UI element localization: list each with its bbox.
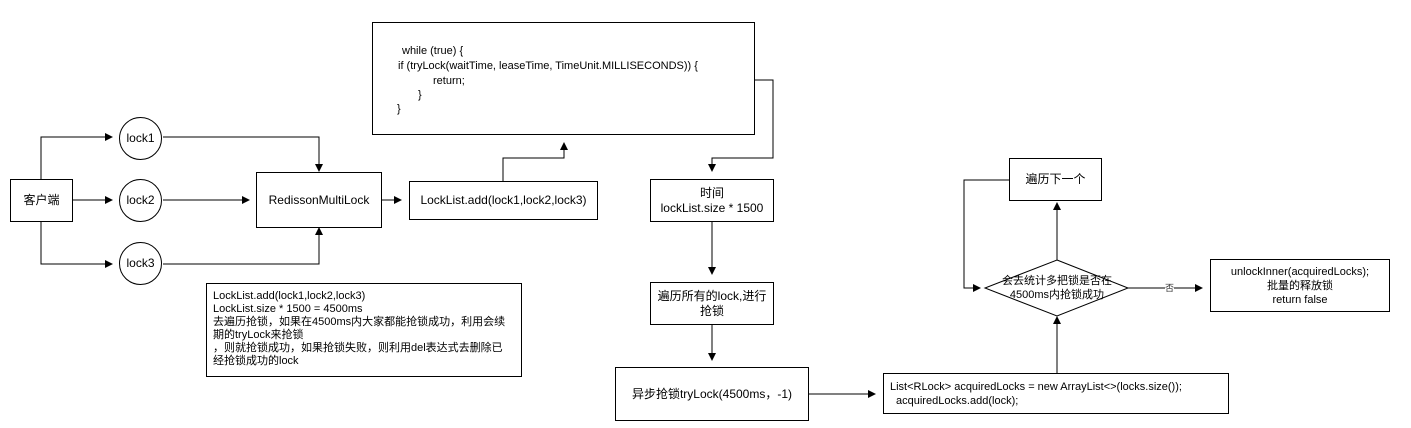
explanation-note: LockList.add(lock1,lock2,lock3) LockList…	[206, 283, 522, 377]
time-label-2: lockList.size * 1500	[660, 200, 764, 215]
note-line-1: LockList.add(lock1,lock2,lock3)	[213, 290, 366, 302]
edge-next-decision-loop	[963, 179, 1009, 292]
locklist-add-node: LockList.add(lock1,lock2,lock3)	[409, 181, 598, 220]
time-label-1: 时间	[699, 185, 724, 200]
time-node: 时间 lockList.size * 1500	[650, 179, 774, 222]
lock2-label: lock2	[126, 193, 155, 207]
client-label: 客户端	[23, 193, 60, 207]
while-code-node: while (true) { if (tryLock(waitTime, lea…	[372, 22, 755, 135]
acquired-label-1: List<RLock> acquiredLocks = new ArrayLis…	[890, 380, 1182, 393]
code-line-4: }	[418, 89, 422, 101]
multilock-node: RedissonMultiLock	[256, 172, 382, 228]
edge-client-lock3	[40, 222, 113, 268]
edge-label-no: 否	[1165, 283, 1175, 293]
next-node: 遍历下一个	[1009, 158, 1102, 201]
note-line-5: ，则就抢锁成功，如果抢锁失败，则利用del表达式去删除已	[213, 342, 503, 354]
lock3-label: lock3	[126, 256, 155, 270]
client-node: 客户端	[10, 179, 73, 222]
decision-label-2: 4500ms内抢锁成功	[1009, 289, 1105, 301]
edge-locklist-while	[502, 142, 568, 181]
lock1-node: lock1	[119, 117, 162, 160]
note-line-3: 去遍历抢锁，如果在4500ms内大家都能抢锁成功，利用会续	[213, 316, 506, 328]
unlock-label-1: unlockInner(acquiredLocks);	[1230, 265, 1370, 278]
async-lock-node: 异步抢锁tryLock(4500ms，-1)	[615, 367, 809, 421]
iterate-label-1: 遍历所有的lock,进行	[657, 288, 767, 303]
edge-lock3-multilock	[163, 227, 323, 265]
iterate-node: 遍历所有的lock,进行 抢锁	[650, 282, 774, 325]
note-line-2: LockList.size * 1500 = 4500ms	[213, 303, 363, 315]
code-line-5: }	[397, 103, 401, 115]
note-line-6: 经抢锁成功的lock	[213, 355, 299, 367]
acquired-locks-node: List<RLock> acquiredLocks = new ArrayLis…	[883, 373, 1229, 414]
unlock-node: unlockInner(acquiredLocks); 批量的释放锁 retur…	[1210, 259, 1390, 312]
unlock-label-2: 批量的释放锁	[1267, 279, 1333, 292]
decision-label-1: 会去统计多把锁是否在	[1002, 275, 1112, 287]
multilock-label: RedissonMultiLock	[268, 192, 370, 207]
edge-while-time	[708, 79, 774, 172]
edge-lock1-multilock	[163, 136, 323, 172]
next-label: 遍历下一个	[1025, 172, 1086, 186]
decision-diamond	[983, 259, 1130, 317]
decision-text: 会去统计多把锁是否在 4500ms内抢锁成功	[993, 274, 1121, 302]
lock3-node: lock3	[119, 242, 162, 285]
locklist-add-label: LockList.add(lock1,lock2,lock3)	[420, 193, 587, 207]
code-line-1: while (true) {	[402, 45, 464, 57]
code-line-3: return;	[433, 75, 465, 87]
code-line-2: if (tryLock(waitTime, leaseTime, TimeUni…	[398, 60, 698, 72]
edge-client-lock1	[40, 133, 113, 179]
iterate-label-2: 抢锁	[699, 303, 724, 318]
async-lock-label: 异步抢锁tryLock(4500ms，-1)	[631, 386, 793, 401]
note-line-4: 期的tryLock来抢锁	[213, 329, 304, 341]
unlock-label-3: return false	[1272, 293, 1328, 306]
acquired-label-2: acquiredLocks.add(lock);	[896, 394, 1019, 407]
lock2-node: lock2	[119, 179, 162, 222]
lock1-label: lock1	[126, 131, 155, 145]
